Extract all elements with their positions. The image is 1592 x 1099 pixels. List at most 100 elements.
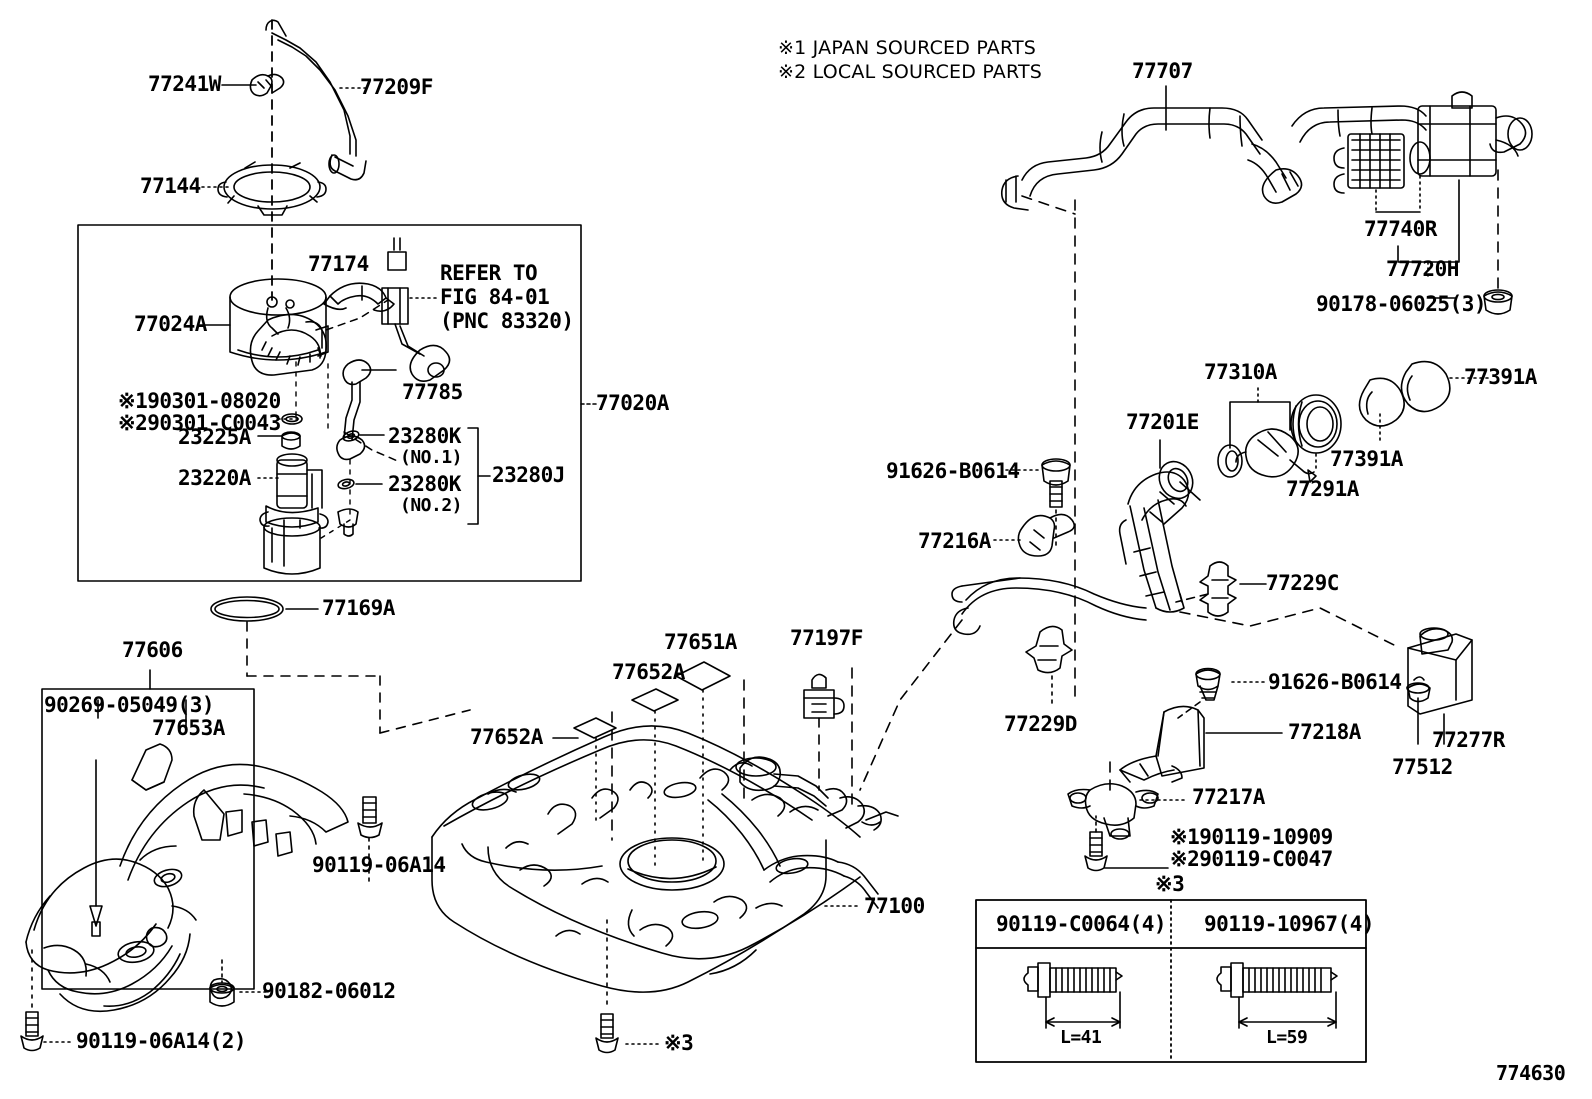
note-local-sourced: ※2 LOCAL SOURCED PARTS bbox=[778, 61, 1043, 83]
label-77653A: 77653A bbox=[152, 716, 225, 740]
label-77169A: 77169A bbox=[322, 596, 395, 620]
label-77652A-left: 77652A bbox=[470, 725, 543, 749]
part-77651A-pad bbox=[676, 662, 730, 862]
label-90301-08020: ※190301-08020 bbox=[118, 389, 281, 413]
dash-tank-leaders bbox=[612, 668, 852, 840]
part-77652A-pad-left bbox=[574, 718, 616, 824]
bracket-23280J bbox=[468, 428, 490, 524]
part-77652A-pad-mid bbox=[632, 689, 678, 870]
part-fuel-filter-canister bbox=[264, 518, 320, 574]
label-23280K-no2-sub: (NO.2) bbox=[400, 495, 463, 516]
label-77197F: 77197F bbox=[790, 626, 863, 650]
part-77512-grommet bbox=[1407, 677, 1430, 744]
label-refer-fig: FIG 84-01 bbox=[440, 285, 550, 309]
part-77277R-reservoir bbox=[1408, 628, 1472, 744]
dash-shield-link bbox=[247, 622, 470, 733]
label-77020A: 77020A bbox=[596, 391, 669, 415]
label-91626-B0614-left: 91626-B0614 bbox=[886, 459, 1020, 483]
label-90119-C0047: ※290119-C0047 bbox=[1170, 847, 1333, 871]
bracket-77310A bbox=[1230, 402, 1290, 448]
part-23280J-connector bbox=[338, 509, 358, 536]
bolt-table-col2-length: L=59 bbox=[1266, 1027, 1308, 1048]
part-77785-clamp bbox=[337, 360, 371, 459]
part-77707-hose bbox=[1002, 108, 1302, 210]
label-bolt-table-note: ※3 bbox=[1155, 872, 1185, 896]
part-77174-bracket bbox=[324, 283, 394, 311]
part-77201E-filler-pipe bbox=[1120, 456, 1199, 612]
label-77229C: 77229C bbox=[1266, 571, 1339, 595]
dash-tank-to-reservoir bbox=[1180, 608, 1400, 648]
part-77606-protector bbox=[26, 764, 348, 1011]
part-90119-06A14-2-bolt bbox=[21, 950, 43, 1051]
bolt-table-col1-part: 90119-C0064(4) bbox=[996, 912, 1167, 936]
label-91626-B0614-right: 91626-B0614 bbox=[1268, 670, 1402, 694]
part-77310A-cap bbox=[1218, 429, 1316, 482]
label-23280K-no2: 23280K bbox=[388, 472, 461, 496]
part-77218A-bracket bbox=[1120, 706, 1204, 782]
label-23280K-no1-sub: (NO.1) bbox=[400, 447, 463, 468]
part-77169A-gasket bbox=[211, 597, 283, 621]
label-77217A: 77217A bbox=[1192, 785, 1265, 809]
label-77241W: 77241W bbox=[148, 72, 221, 96]
label-note3-tank: ※3 bbox=[664, 1031, 694, 1055]
leader-lines bbox=[44, 85, 1455, 1044]
label-90119-06A14-2: 90119-06A14(2) bbox=[76, 1029, 247, 1053]
part-23225A-cap bbox=[282, 432, 300, 449]
part-77216A-clamp bbox=[1018, 514, 1074, 556]
label-77391A-mid: 77391A bbox=[1330, 447, 1403, 471]
part-23280K-no1 bbox=[342, 429, 360, 443]
leader-77740R-group bbox=[1376, 176, 1420, 212]
part-77197F-valve bbox=[804, 674, 844, 790]
part-breather-hose bbox=[952, 578, 1146, 634]
label-refer-to: REFER TO bbox=[440, 261, 538, 285]
part-77024A-pump-assembly bbox=[230, 279, 328, 375]
part-77229C-clip bbox=[1176, 562, 1236, 616]
part-77391A-ring-top bbox=[1401, 362, 1449, 412]
label-77201E: 77201E bbox=[1126, 410, 1199, 434]
label-77291A: 77291A bbox=[1286, 477, 1359, 501]
part-sender-unit-83320 bbox=[382, 238, 450, 381]
label-77174: 77174 bbox=[308, 252, 369, 276]
label-77144: 77144 bbox=[140, 174, 201, 198]
dash-filler-to-tank bbox=[860, 620, 962, 790]
part-77209F-tube bbox=[266, 20, 366, 179]
part-91626-B0614-right-bolt bbox=[1178, 669, 1220, 719]
part-note3-bolt-tank bbox=[596, 920, 618, 1053]
label-90119-10909: ※190119-10909 bbox=[1170, 825, 1333, 849]
part-90178-06025-nut bbox=[1484, 170, 1512, 314]
label-77652A-mid: 77652A bbox=[612, 660, 685, 684]
label-77707: 77707 bbox=[1132, 59, 1193, 83]
assembly-dashed-leaders-2 bbox=[326, 300, 400, 462]
part-77291A-seal bbox=[1291, 395, 1341, 453]
part-77100-fuel-tank bbox=[432, 726, 898, 992]
label-77100: 77100 bbox=[864, 894, 925, 918]
label-77216A: 77216A bbox=[918, 529, 991, 553]
label-77785: 77785 bbox=[402, 380, 463, 404]
bolt-table-col1-length: L=41 bbox=[1060, 1027, 1102, 1048]
group-box-77020A bbox=[78, 225, 581, 581]
bolt-table-bolt-2 bbox=[1217, 963, 1337, 1028]
label-23220A: 23220A bbox=[178, 466, 251, 490]
label-90269-05049: 90269-05049(3) bbox=[44, 693, 215, 717]
label-77606: 77606 bbox=[122, 638, 183, 662]
part-23280K-no2 bbox=[337, 478, 355, 490]
label-77651A: 77651A bbox=[664, 630, 737, 654]
part-91626-B0614-left-bolt bbox=[1042, 459, 1070, 548]
label-77512: 77512 bbox=[1392, 755, 1453, 779]
figure-number: 774630 bbox=[1496, 1061, 1566, 1085]
label-77740R: 77740R bbox=[1364, 217, 1437, 241]
bolt-table-bolt-1 bbox=[1024, 963, 1122, 1028]
part-23220A-pump bbox=[260, 454, 328, 528]
note-japan-sourced: ※1 JAPAN SOURCED PARTS bbox=[778, 37, 1037, 59]
part-90119-06A14-bolt bbox=[358, 797, 382, 884]
part-77229D-clip bbox=[1026, 626, 1072, 706]
part-77653A-clip bbox=[132, 744, 172, 790]
label-23280J: 23280J bbox=[492, 463, 565, 487]
bolt-table-frame bbox=[976, 900, 1366, 1062]
part-77391A-ring-mid bbox=[1359, 378, 1404, 426]
label-77218A: 77218A bbox=[1288, 720, 1361, 744]
label-23280K-no1: 23280K bbox=[388, 424, 461, 448]
label-refer-pnc: (PNC 83320) bbox=[440, 309, 574, 333]
label-77310A: 77310A bbox=[1204, 360, 1277, 384]
